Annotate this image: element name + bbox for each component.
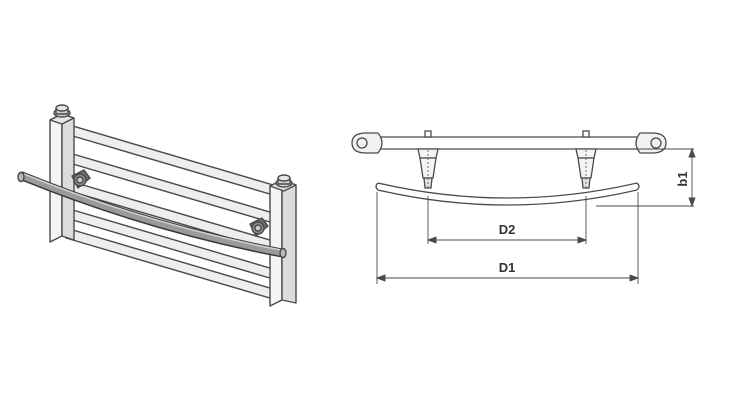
curved-towel-bar <box>17 171 287 259</box>
hanger-left <box>417 130 439 190</box>
dimension-d2 <box>426 236 588 244</box>
label-d2: D2 <box>499 222 516 237</box>
label-d1: D1 <box>499 260 516 275</box>
mounting-rail <box>351 132 667 154</box>
label-b1: b1 <box>675 171 690 186</box>
hanger-right <box>575 130 597 190</box>
radiator-rails <box>65 123 281 302</box>
left-collector <box>49 104 75 243</box>
curved-bar-elevation <box>375 182 640 206</box>
dimension-b1 <box>688 147 696 208</box>
dimension-d1 <box>375 274 640 282</box>
bracket-right <box>249 217 269 237</box>
dimension-view <box>351 130 696 284</box>
perspective-view <box>17 104 297 307</box>
bracket-left <box>71 169 91 189</box>
right-collector <box>269 174 297 307</box>
extension-lines <box>376 148 694 284</box>
